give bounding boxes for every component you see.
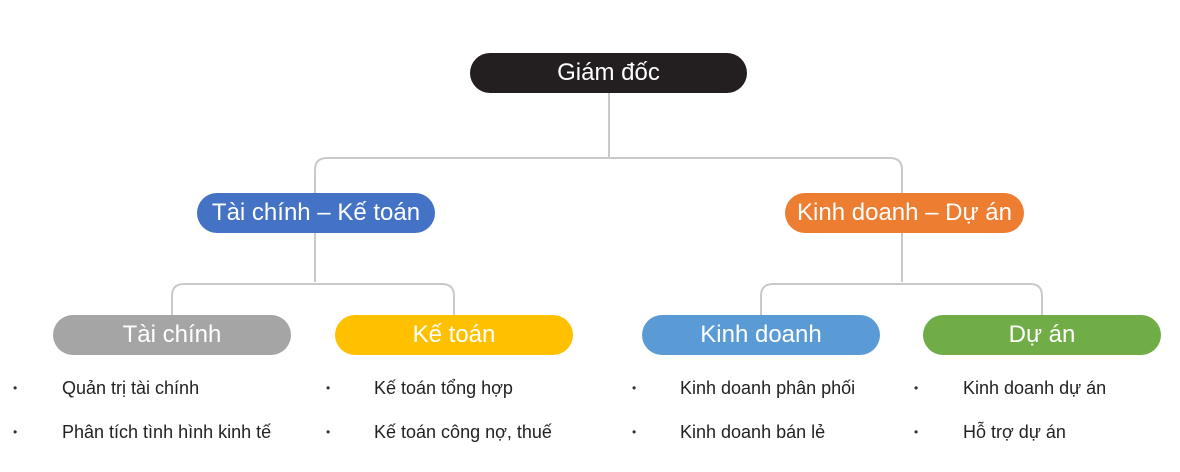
node-accounting: Kế toán <box>335 315 573 355</box>
node-business-project-label: Kinh doanh – Dự án <box>797 199 1012 226</box>
node-finance: Tài chính <box>53 315 291 355</box>
bullet-icon: • <box>914 425 919 439</box>
list-item: • Kinh doanh bán lẻ <box>620 422 900 466</box>
list-item-text: Kế toán công nợ, thuế <box>374 422 552 442</box>
list-item-text: Quản trị tài chính <box>62 378 200 398</box>
node-business: Kinh doanh <box>642 315 880 355</box>
bullet-icon: • <box>13 381 18 395</box>
list-item: • Phân tích tình hình kinh tế <box>0 422 300 466</box>
node-business-label: Kinh doanh <box>700 321 822 348</box>
list-item-text: Kế toán tổng hợp <box>374 378 513 398</box>
node-accounting-label: Kế toán <box>412 321 496 348</box>
list-item-text: Hỗ trợ dự án <box>963 422 1066 442</box>
business-task-list: • Kinh doanh phân phối • Kinh doanh bán lẻ <box>620 378 900 466</box>
bullet-icon: • <box>326 425 331 439</box>
connector-finance-accounting-children <box>171 233 455 315</box>
list-item-text: Kinh doanh dự án <box>963 378 1107 398</box>
list-item: • Kế toán tổng hợp <box>310 378 590 422</box>
list-item: • Hỗ trợ dự án <box>900 422 1180 466</box>
bullet-icon: • <box>914 381 919 395</box>
node-finance-label: Tài chính <box>122 321 222 348</box>
list-item: • Kinh doanh dự án <box>900 378 1180 422</box>
connector-root-to-level1 <box>314 93 903 193</box>
node-project: Dự án <box>923 315 1161 355</box>
list-item-text: Phân tích tình hình kinh tế <box>62 422 272 442</box>
list-item: • Quản trị tài chính <box>0 378 300 422</box>
bullet-icon: • <box>632 425 637 439</box>
node-business-project: Kinh doanh – Dự án <box>785 193 1024 233</box>
list-item: • Kế toán công nợ, thuế <box>310 422 590 466</box>
bullet-icon: • <box>632 381 637 395</box>
bullet-icon: • <box>326 381 331 395</box>
node-project-label: Dự án <box>1008 321 1076 348</box>
finance-task-list: • Quản trị tài chính • Phân tích tình hình… <box>0 378 300 466</box>
connector-business-project-children <box>760 233 1043 315</box>
accounting-task-list: • Kế toán tổng hợp • Kế toán công nợ, thuế <box>310 378 590 466</box>
node-director-label: Giám đốc <box>557 59 660 86</box>
bullet-icon: • <box>13 425 18 439</box>
list-item-text: Kinh doanh bán lẻ <box>680 422 826 442</box>
list-item: • Kinh doanh phân phối <box>620 378 900 422</box>
node-finance-accounting: Tài chính – Kế toán <box>197 193 435 233</box>
project-task-list: • Kinh doanh dự án • Hỗ trợ dự án <box>900 378 1180 466</box>
list-item-text: Kinh doanh phân phối <box>680 378 856 398</box>
node-finance-accounting-label: Tài chính – Kế toán <box>211 199 421 226</box>
node-director: Giám đốc <box>470 53 747 93</box>
